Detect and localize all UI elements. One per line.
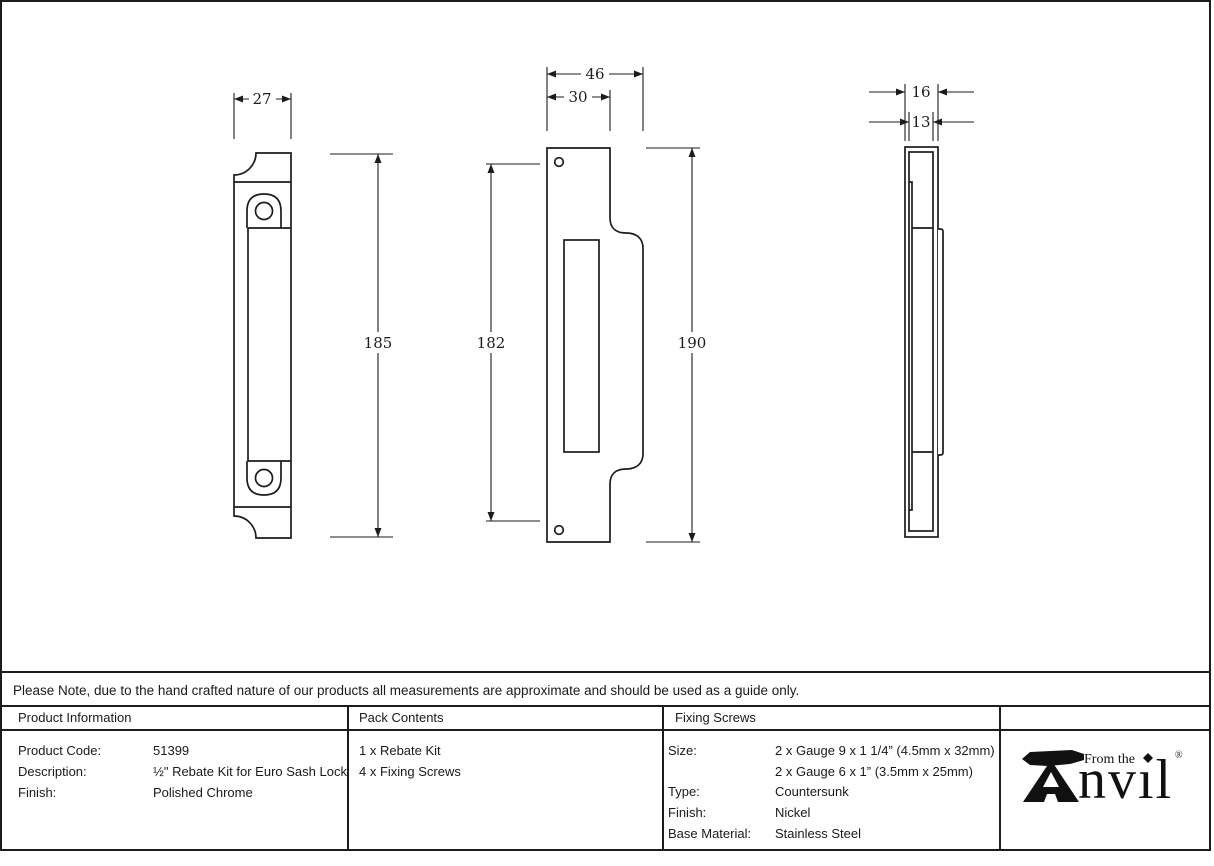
screw-type-label: Type: [668,784,700,799]
description-label: Description: [18,764,87,779]
screw-base-material-value: Stainless Steel [775,826,861,841]
technical-drawing: 27 185 [233,64,974,543]
note-band-top-border [0,671,1211,673]
dim-side-width: 27 [233,89,292,139]
frame-left [0,0,2,851]
dim-front-right-height: 190 [646,147,711,543]
screw-finish-label: Finish: [668,805,707,820]
screw-size-value-1: 2 x Gauge 9 x 1 1/4” (4.5mm x 32mm) [775,743,995,758]
view-side-rebate: 27 185 [233,89,397,539]
column-divider-2 [662,705,664,849]
frame-right [1209,0,1211,851]
dim-front-top-width: 30 [547,87,611,131]
dim-label-190: 190 [678,334,707,352]
finish-label: Finish: [18,785,57,800]
product-code-value: 51399 [153,743,190,758]
description-value: ½" Rebate Kit for Euro Sash Lock [153,764,347,779]
pack-item-2: 4 x Fixing Screws [359,764,461,779]
dim-front-width: 46 [546,64,644,131]
dim-edge-depth: 16 [869,83,974,141]
logo-registered-mark: ® [1175,750,1183,761]
logo-brand-text: nvıl [1078,749,1173,810]
finish-value: Polished Chrome [153,785,253,800]
dim-front-left-height: 182 [472,163,540,522]
side-bottom-screw-lug [246,461,282,496]
header-fixing-screws: Fixing Screws [675,710,756,725]
side-top-screw-lug [246,193,282,228]
anvil-logo-graphic: From the nvıl ® [1022,749,1183,811]
measurement-disclaimer-note: Please Note, due to the hand crafted nat… [13,683,800,698]
column-divider-3 [999,705,1001,849]
logo-prefix-text: From the [1084,752,1135,767]
view-front-striker: 46 30 182 [472,64,711,543]
frame-top [0,0,1211,2]
pack-item-1: 1 x Rebate Kit [359,743,441,758]
view-edge-section: 16 13 [869,83,974,538]
striker-plate-outline [546,147,644,543]
edge-inner-profile [908,151,934,532]
dim-label-13: 13 [911,113,930,131]
from-the-anvil-logo: From the nvıl ® [1020,746,1192,811]
edge-rebate-lip [938,228,944,456]
side-top-screw-hole [254,201,274,221]
screw-base-material-label: Base Material: [668,826,752,841]
logo-diamond-dot-icon [1143,753,1153,763]
dim-label-30: 30 [568,88,587,106]
product-code-label: Product Code: [18,743,102,758]
screw-finish-value: Nickel [775,805,811,820]
frame-bottom [0,849,1211,851]
note-band-bottom-border [0,705,1211,707]
screw-size-label: Size: [668,743,697,758]
screw-size-value-2: 2 x Gauge 6 x 1” (3.5mm x 25mm) [775,764,973,779]
dim-label-185: 185 [364,334,393,352]
header-pack-contents: Pack Contents [359,710,444,725]
dim-label-27: 27 [252,90,271,108]
side-bottom-screw-hole [254,468,274,488]
dim-label-16: 16 [911,83,930,101]
striker-latch-slot [563,239,600,453]
side-part-outline [233,152,292,539]
dim-label-46: 46 [585,65,604,83]
column-divider-1 [347,705,349,849]
dim-label-182: 182 [477,334,506,352]
screw-type-value: Countersunk [775,784,849,799]
header-product-information: Product Information [18,710,132,725]
dim-edge-inner-depth: 13 [869,112,974,141]
striker-bottom-screw-hole [553,524,565,536]
dim-side-height: 185 [330,153,397,538]
header-row-bottom-border [0,729,1211,731]
anvil-icon [1022,750,1084,802]
striker-top-screw-hole [553,156,565,168]
